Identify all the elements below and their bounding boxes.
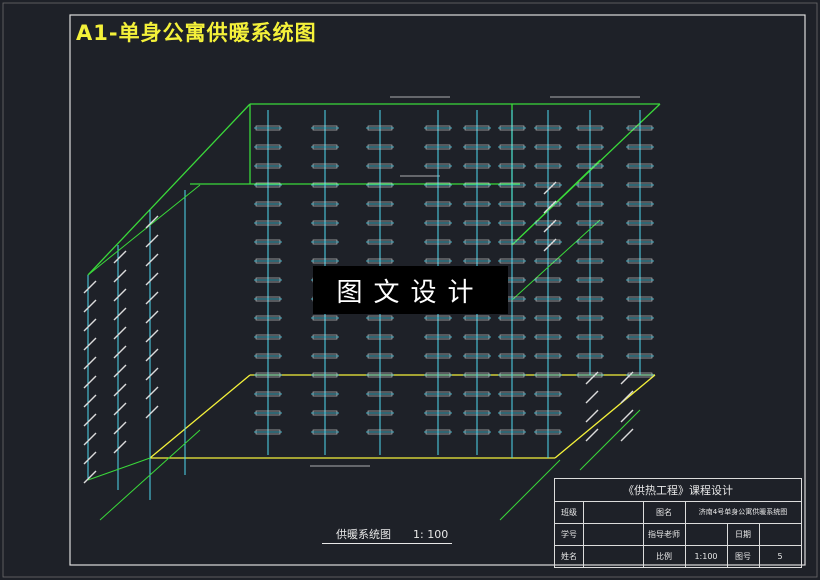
radiator-symbol: [145, 386, 159, 400]
radiator-symbol: [145, 272, 159, 286]
radiator-symbol: [145, 329, 159, 343]
radiator-symbol: [543, 219, 557, 233]
return-mains: [149, 374, 656, 459]
value-name: [583, 545, 643, 567]
radiator-symbol: [145, 253, 159, 267]
radiator-symbol: [113, 307, 127, 321]
radiator-symbol: [113, 383, 127, 397]
radiator-symbol: [145, 405, 159, 419]
title-block-header: 《供热工程》课程设计: [555, 479, 801, 502]
radiator-symbol: [83, 432, 97, 446]
value-class: [583, 501, 643, 523]
value-drawing-name: 济南4号单身公寓供暖系统图: [698, 508, 788, 516]
radiator-symbol: [113, 440, 127, 454]
radiator-symbol: [83, 394, 97, 408]
value-student-id: [583, 523, 643, 545]
value-drawing-number: 5: [777, 551, 783, 561]
radiator-symbol: [83, 318, 97, 332]
radiator-symbol: [585, 409, 599, 423]
title-block-divider: [643, 501, 644, 567]
drawing-caption: 供暖系统图 1: 100: [336, 526, 448, 542]
title-block-divider: [555, 545, 801, 546]
title-block-divider: [759, 523, 760, 567]
radiator-symbol: [83, 356, 97, 370]
radiator-symbol: [113, 402, 127, 416]
radiator-symbol: [113, 269, 127, 283]
value-date: [759, 523, 801, 545]
radiator-symbol: [145, 348, 159, 362]
radiator-symbol: [145, 367, 159, 381]
title-block-divider: [727, 523, 728, 567]
radiator-symbol: [585, 390, 599, 404]
label-student-id: 学号: [561, 529, 577, 539]
radiator-symbol: [585, 371, 599, 385]
watermark-banner: 图文设计: [313, 266, 508, 314]
radiator-symbol: [145, 310, 159, 324]
label-advisor: 指导老师: [648, 529, 680, 539]
label-scale: 比例: [656, 551, 672, 561]
radiator-symbol: [145, 234, 159, 248]
value-scale: 1:100: [694, 551, 718, 561]
radiator-symbol: [113, 326, 127, 340]
radiator-symbol: [83, 413, 97, 427]
radiator-symbol: [145, 291, 159, 305]
radiator-symbol: [113, 364, 127, 378]
right-connectors: [499, 159, 641, 521]
radiator-symbol: [543, 181, 557, 195]
title-block: 《供热工程》课程设计 班级 图名 济南4号单身公寓供暖系统图 学号 指导老师 日…: [554, 478, 802, 568]
label-class: 班级: [561, 507, 577, 517]
radiator-symbol: [543, 238, 557, 252]
radiator-symbol: [83, 451, 97, 465]
right-risers: [511, 110, 641, 458]
radiator-symbol: [585, 428, 599, 442]
drawing-title: A1-单身公寓供暖系统图: [76, 21, 317, 45]
radiator-symbol: [83, 280, 97, 294]
radiators: [83, 125, 654, 484]
drawing-border: [69, 14, 806, 566]
radiator-symbol: [113, 345, 127, 359]
label-drawing-name: 图名: [656, 507, 672, 517]
radiator-symbol: [113, 288, 127, 302]
supply-mains: [87, 103, 661, 276]
title-block-divider: [685, 501, 686, 567]
left-connectors: [87, 184, 201, 521]
radiator-symbol: [83, 337, 97, 351]
caption-name: 供暖系统图: [336, 528, 391, 541]
radiator-symbol: [620, 371, 634, 385]
label-date: 日期: [735, 529, 751, 539]
label-name: 姓名: [561, 551, 577, 561]
radiator-symbol: [543, 200, 557, 214]
radiator-symbol: [83, 299, 97, 313]
title-block-divider: [583, 501, 584, 567]
radiator-symbol: [113, 421, 127, 435]
label-drawing-number: 图号: [735, 551, 751, 561]
radiator-symbol: [83, 470, 97, 484]
value-advisor: [685, 523, 727, 545]
radiator-symbol: [113, 250, 127, 264]
radiator-symbol: [83, 375, 97, 389]
radiator-symbol: [620, 409, 634, 423]
title-block-divider: [555, 523, 801, 524]
dimension-lines: [310, 96, 640, 467]
caption-underline: [322, 543, 452, 544]
radiator-symbol: [620, 390, 634, 404]
caption-scale: 1: 100: [413, 528, 449, 541]
radiator-symbol: [620, 428, 634, 442]
radiator-symbol: [145, 215, 159, 229]
